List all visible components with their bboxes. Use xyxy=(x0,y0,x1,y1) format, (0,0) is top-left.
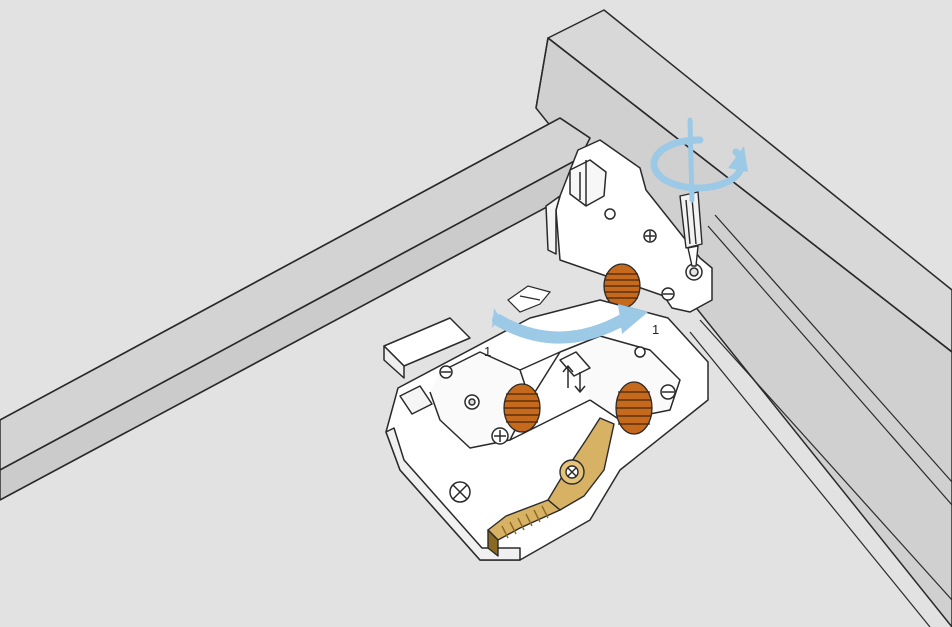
left-cam xyxy=(503,383,541,433)
mounting-plate xyxy=(545,139,713,313)
locking-lever xyxy=(487,417,615,557)
rotation-arrowhead xyxy=(728,146,748,172)
hinge-body xyxy=(383,299,709,561)
upper-cam xyxy=(603,263,641,309)
rotation-arrow-icon xyxy=(650,117,746,203)
right-cam xyxy=(615,381,653,435)
bracket-detail xyxy=(507,285,552,313)
marker-label-left: 1 xyxy=(484,344,491,359)
curved-arrow-icon xyxy=(492,304,648,344)
marker-label-right: 1 xyxy=(652,322,659,337)
